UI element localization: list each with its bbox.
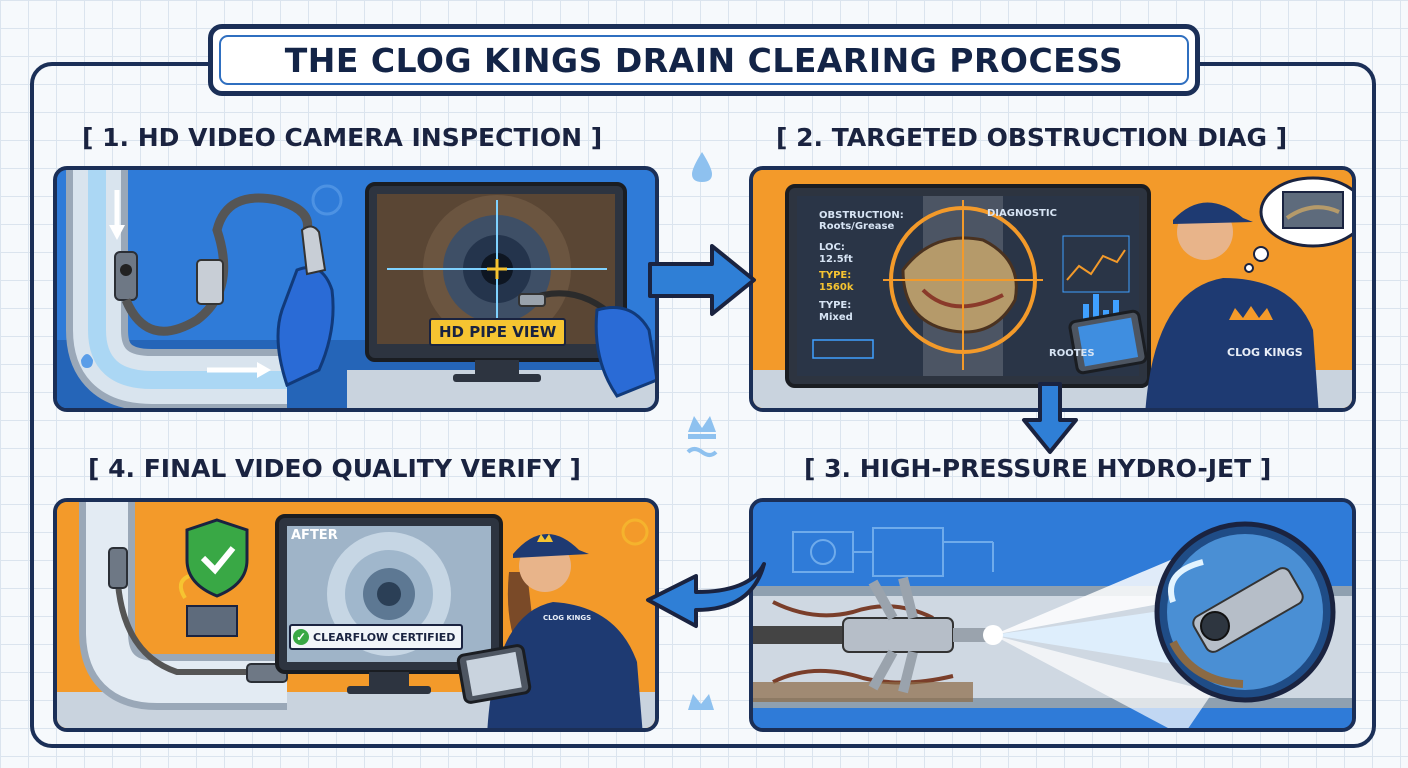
step-4-illustration	[57, 502, 655, 728]
obstruction-value: Roots/Grease	[819, 221, 895, 232]
step-3-panel	[749, 498, 1356, 732]
water-drop-icon	[692, 152, 712, 182]
check-circle-icon: ✓	[293, 629, 309, 645]
crown-icon	[686, 416, 718, 457]
after-label: AFTER	[291, 528, 338, 543]
step-2-heading: [ 2. TARGETED OBSTRUCTION DIAG ]	[776, 123, 1288, 152]
certified-label: CLEARFLOW CERTIFIED	[313, 630, 456, 644]
step-1-illustration	[57, 170, 655, 408]
step-2-illustration	[753, 170, 1352, 408]
step-1-panel: HD PIPE VIEW	[53, 166, 659, 412]
step-1-heading: [ 1. HD VIDEO CAMERA INSPECTION ]	[82, 123, 603, 152]
type1-value: 1560k	[819, 282, 854, 293]
obstruction-label: OBSTRUCTION:	[819, 210, 904, 221]
crown-icon-bottom	[688, 694, 714, 710]
hd-pipe-view-label: HD PIPE VIEW	[429, 318, 567, 346]
step-4-heading: [ 4. FINAL VIDEO QUALITY VERIFY ]	[88, 454, 581, 483]
step-4-panel: AFTER ✓ CLEARFLOW CERTIFIED CLOG KINGS	[53, 498, 659, 732]
title-banner: THE CLOG KINGS DRAIN CLEARING PROCESS	[208, 24, 1200, 96]
step-3-heading: [ 3. HIGH-PRESSURE HYDRO-JET ]	[804, 454, 1272, 483]
certified-badge: ✓ CLEARFLOW CERTIFIED	[289, 624, 464, 650]
step-2-panel: OBSTRUCTION: Roots/Grease LOC: 12.5ft TY…	[749, 166, 1356, 412]
loc-label: LOC:	[819, 242, 845, 253]
page-title: THE CLOG KINGS DRAIN CLEARING PROCESS	[284, 40, 1124, 80]
title-inner-border	[219, 35, 1189, 85]
arrow-2-to-3	[1022, 382, 1078, 454]
type1-label: TYPE:	[819, 270, 852, 281]
uniform-logo-text-4: CLOG KINGS	[543, 614, 592, 622]
type2-value: Mixed	[819, 312, 853, 323]
uniform-logo-text: CLOG KINGS	[1227, 346, 1303, 359]
diagnostic-label: DIAGNOSTIC	[987, 208, 1057, 219]
loc-value: 12.5ft	[819, 254, 853, 265]
roots-label: ROOTES	[1049, 348, 1095, 359]
type2-label: TYPE:	[819, 300, 852, 311]
step-3-illustration	[753, 502, 1352, 728]
arrow-1-to-2	[648, 244, 756, 316]
arrow-3-to-4	[646, 562, 766, 628]
